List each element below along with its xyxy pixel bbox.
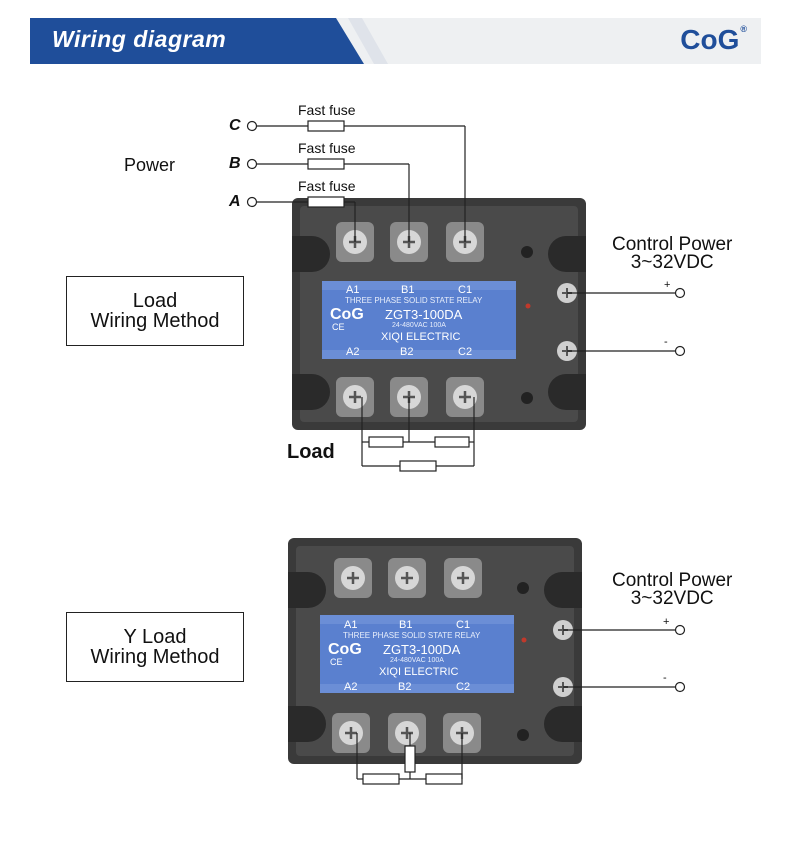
top-screws-2	[334, 558, 482, 598]
relay-subtitle: THREE PHASE SOLID STATE RELAY	[345, 296, 483, 305]
load-label: Load	[287, 441, 335, 463]
control-power-label-1: Control Power 3~32VDC	[612, 234, 733, 273]
terminal-b2-2: B2	[398, 681, 412, 693]
control-power-title-1: Control Power	[612, 234, 733, 255]
control-wires-1	[567, 287, 686, 357]
y-load	[356, 733, 463, 785]
relay-model: ZGT3-100DA	[385, 307, 463, 322]
terminal-c2: C2	[458, 346, 473, 358]
control-power-range-1: 3~32VDC	[630, 252, 714, 273]
fuse-label-b: Fast fuse	[298, 140, 356, 156]
plus-label-2: +	[663, 616, 670, 628]
control-power-label-2: Control Power 3~32VDC	[612, 570, 733, 609]
terminal-a2-2: A2	[344, 681, 358, 693]
fuse-label-c: Fast fuse	[298, 102, 356, 118]
relay-rating-2: 24-480VAC 100A	[390, 657, 444, 664]
terminal-a1: A1	[346, 284, 360, 296]
minus-label-1: -	[664, 336, 668, 348]
header-band	[30, 18, 761, 64]
relay-subtitle-2: THREE PHASE SOLID STATE RELAY	[343, 631, 481, 640]
phase-wires	[246, 120, 466, 242]
relay-rating: 24-480VAC 100A	[392, 322, 446, 329]
terminal-a2: A2	[346, 346, 360, 358]
fuse-label-a: Fast fuse	[298, 178, 356, 194]
page-title: Wiring diagram	[52, 26, 227, 52]
terminal-c2-2: C2	[456, 681, 471, 693]
ce-mark: CE	[332, 322, 345, 332]
load-method-line1: Load	[132, 290, 178, 312]
control-power-range-2: 3~32VDC	[630, 588, 714, 609]
delta-load	[361, 397, 475, 472]
brand-name: CoG	[680, 24, 740, 55]
brand-logo: CoG®	[680, 24, 747, 56]
control-wires-2	[563, 624, 686, 693]
control-power-title-2: Control Power	[612, 570, 733, 591]
terminal-b1-2: B1	[399, 619, 413, 631]
terminal-c1: C1	[458, 284, 473, 296]
y-load-method-line1: Y Load	[123, 626, 187, 648]
ce-mark-2: CE	[330, 657, 343, 667]
terminal-b1: B1	[401, 284, 415, 296]
terminal-c1-2: C1	[456, 619, 471, 631]
phase-c-label: C	[229, 117, 241, 134]
relay-model-2: ZGT3-100DA	[383, 642, 461, 657]
y-load-method-line2: Wiring Method	[90, 646, 220, 668]
registered-mark: ®	[740, 24, 747, 34]
relay-logo: CoG	[330, 306, 364, 323]
relay-logo-2: CoG	[328, 641, 362, 658]
relay-maker: XIQI ELECTRIC	[381, 331, 461, 343]
terminal-b2: B2	[400, 346, 414, 358]
terminal-a1-2: A1	[344, 619, 358, 631]
plus-label-1: +	[664, 279, 671, 291]
phase-b-label: B	[229, 155, 241, 172]
phase-a-label: A	[229, 193, 241, 210]
relay-maker-2: XIQI ELECTRIC	[379, 666, 459, 678]
minus-label-2: -	[663, 672, 667, 684]
power-label: Power	[124, 155, 176, 175]
load-method-line2: Wiring Method	[90, 310, 220, 332]
